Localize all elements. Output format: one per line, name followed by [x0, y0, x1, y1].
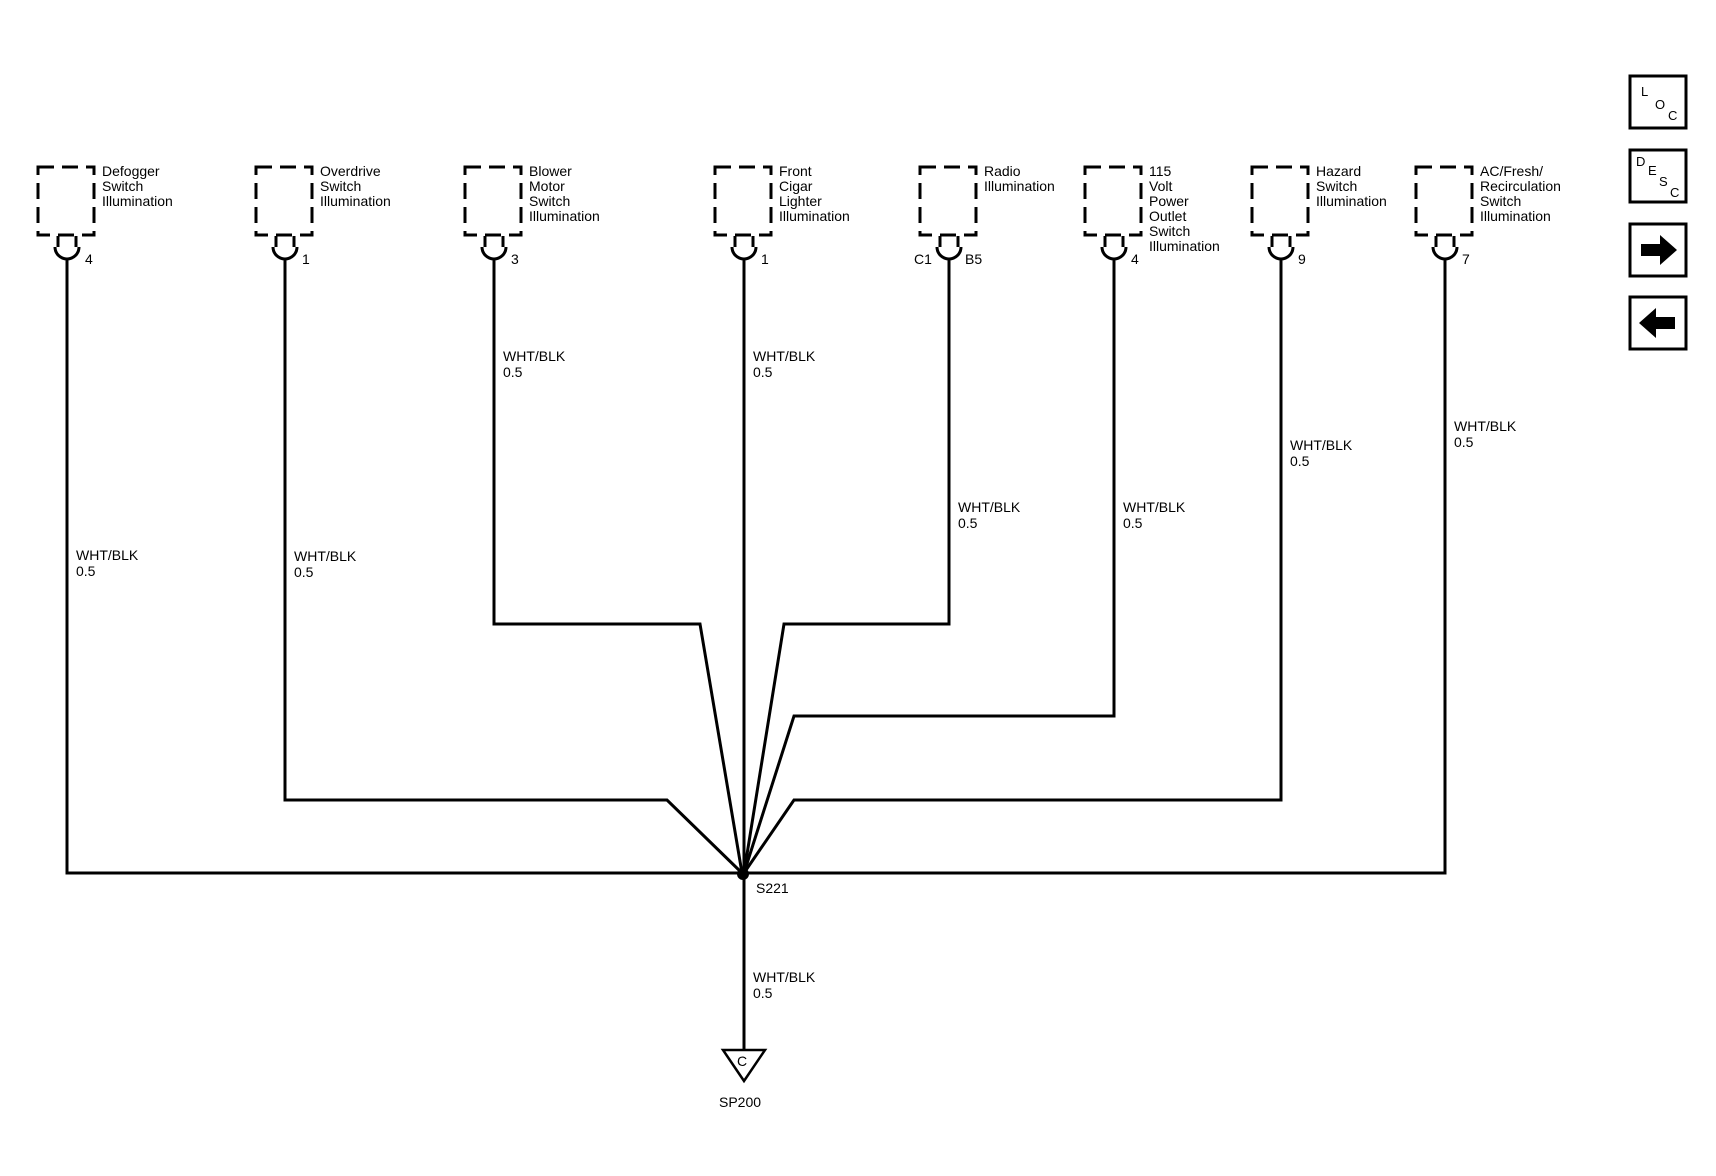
component-label: Switch [1316, 178, 1357, 194]
component-label: Switch [320, 178, 361, 194]
component-label: Outlet [1149, 208, 1186, 224]
component-label: Defogger [102, 163, 160, 179]
component-label: Switch [529, 193, 570, 209]
component-label: Illumination [1149, 238, 1220, 254]
pin-label: 3 [511, 251, 519, 267]
component-defogger: 4 Defogger Switch Illumination [36, 163, 173, 267]
wire-color-label: WHT/BLK [294, 548, 357, 564]
pin-label: 9 [1298, 251, 1306, 267]
arrow-left-icon [1639, 308, 1675, 338]
pin-label: 1 [302, 251, 310, 267]
component-label: AC/Fresh/ [1480, 163, 1543, 179]
wire-defogger [65, 259, 742, 875]
component-label: Switch [1480, 193, 1521, 209]
wire-outlet [742, 259, 1116, 874]
desc-letter: S [1659, 174, 1668, 189]
component-label: Front [779, 163, 812, 179]
ground-label: SP200 [719, 1094, 761, 1110]
component-overdrive: 1 Overdrive Switch Illumination [254, 163, 391, 267]
pin-label: 4 [85, 251, 93, 267]
pin-label: 1 [761, 251, 769, 267]
component-label: Motor [529, 178, 565, 194]
wire-hazard [742, 259, 1283, 874]
component-label: Hazard [1316, 163, 1361, 179]
wire-gauge-label: 0.5 [1454, 434, 1474, 450]
ground-symbol: C SP200 [719, 1048, 768, 1110]
wire-color-label: WHT/BLK [1454, 418, 1517, 434]
wire-color-label: WHT/BLK [1123, 499, 1186, 515]
component-label: Illumination [779, 208, 850, 224]
component-label: Illumination [984, 178, 1055, 194]
wire-gauge-label: 0.5 [294, 564, 314, 580]
previous-button[interactable] [1628, 295, 1688, 351]
wire-gauge-label: 0.5 [753, 985, 773, 1001]
wire-color-label: WHT/BLK [753, 969, 816, 985]
desc-letter: E [1648, 163, 1657, 178]
component-label: Illumination [1316, 193, 1387, 209]
arrow-right-icon [1641, 235, 1677, 265]
component-label: Illumination [1480, 208, 1551, 224]
wire-radio [742, 259, 951, 874]
component-label: Illumination [102, 193, 173, 209]
splice-dot [737, 868, 749, 880]
component-label: Switch [102, 178, 143, 194]
loc-letter: L [1641, 84, 1648, 99]
component-label: Blower [529, 163, 572, 179]
wire-gauge-label: 0.5 [76, 563, 96, 579]
wire-ac [744, 259, 1447, 875]
connector-label: C1 [914, 251, 932, 267]
wire-overdrive [283, 259, 744, 875]
component-label: Lighter [779, 193, 822, 209]
desc-letter: C [1670, 185, 1679, 200]
ground-symbol-letter: C [737, 1053, 747, 1069]
component-power-outlet-switch: 4 115 Volt Power Outlet Switch Illuminat… [1083, 163, 1220, 267]
component-label: Illumination [529, 208, 600, 224]
loc-button[interactable]: L O C [1628, 74, 1688, 130]
wire-color-label: WHT/BLK [958, 499, 1021, 515]
pin-label: 7 [1462, 251, 1470, 267]
component-label: Power [1149, 193, 1189, 209]
wire-color-label: WHT/BLK [503, 348, 566, 364]
pin-label: 4 [1131, 251, 1139, 267]
wire-gauge-label: 0.5 [1123, 515, 1143, 531]
component-ac-recirculation-switch: 7 AC/Fresh/ Recirculation Switch Illumin… [1414, 163, 1561, 267]
loc-letter: O [1655, 97, 1665, 112]
desc-button[interactable]: D E S C [1628, 148, 1688, 204]
splice-label: S221 [756, 880, 789, 896]
component-front-cigar-lighter: 1 Front Cigar Lighter Illumination [713, 163, 850, 267]
desc-letter: D [1636, 154, 1645, 169]
component-hazard-switch: 9 Hazard Switch Illumination [1250, 163, 1387, 267]
wire-gauge-label: 0.5 [503, 364, 523, 380]
component-label: Recirculation [1480, 178, 1561, 194]
loc-letter: C [1668, 108, 1677, 123]
component-label: Radio [984, 163, 1021, 179]
component-label: Cigar [779, 178, 813, 194]
wire-gauge-label: 0.5 [753, 364, 773, 380]
component-label: Switch [1149, 223, 1190, 239]
wire-color-label: WHT/BLK [1290, 437, 1353, 453]
component-label: Overdrive [320, 163, 381, 179]
component-radio: C1 B5 Radio Illumination [914, 163, 1055, 267]
pin-label: B5 [965, 251, 982, 267]
component-label: Volt [1149, 178, 1172, 194]
wire-gauge-label: 0.5 [1290, 453, 1310, 469]
wire-gauge-label: 0.5 [958, 515, 978, 531]
wire-color-label: WHT/BLK [76, 547, 139, 563]
next-button[interactable] [1628, 222, 1688, 278]
component-label: 115 [1149, 163, 1172, 179]
component-label: Illumination [320, 193, 391, 209]
component-blower-motor-switch: 3 Blower Motor Switch Illumination [463, 163, 600, 267]
wire-color-label: WHT/BLK [753, 348, 816, 364]
wire-blower [492, 259, 744, 874]
